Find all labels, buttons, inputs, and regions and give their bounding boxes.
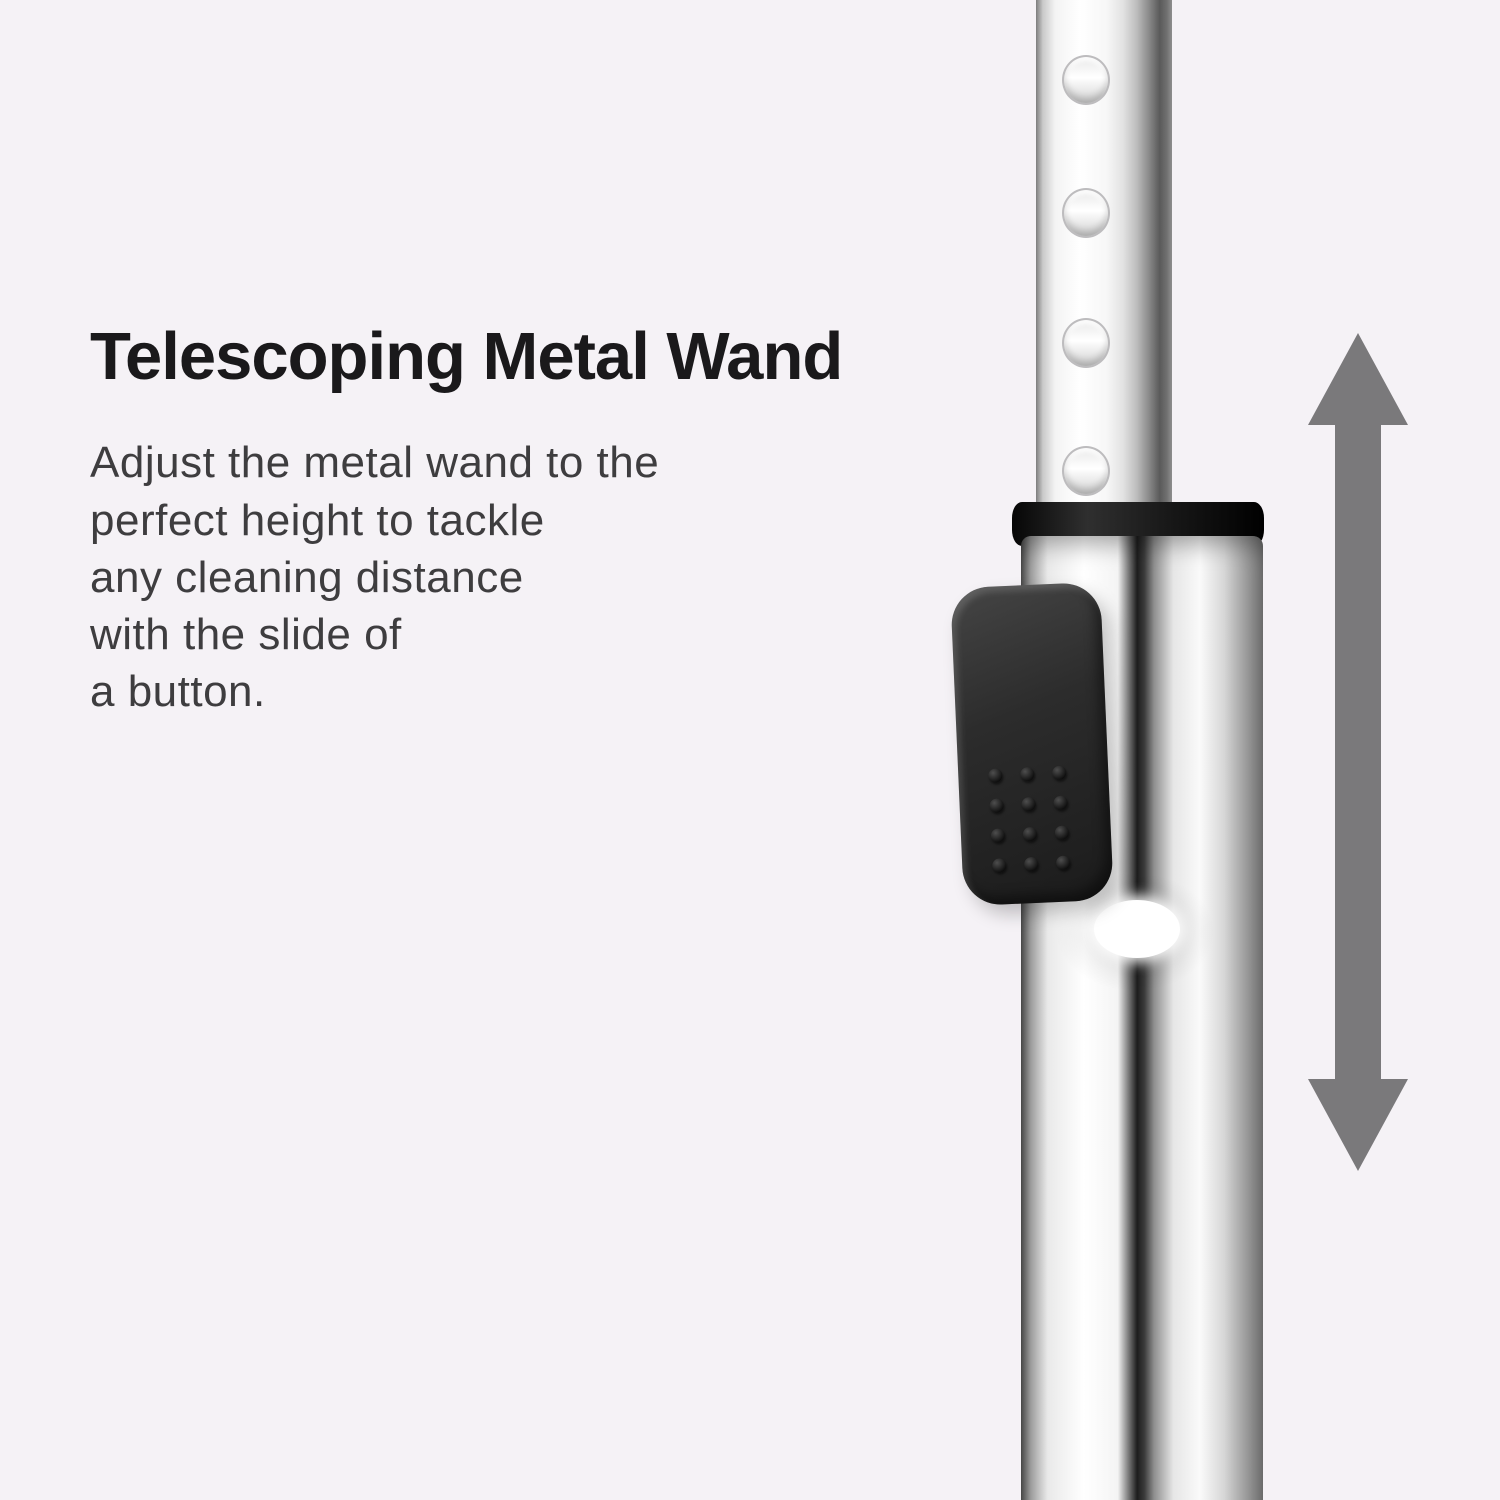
grip-dot <box>1020 766 1035 782</box>
grip-dot <box>988 768 1003 783</box>
arrow-head-down <box>1308 1079 1408 1171</box>
description-line: perfect height to tackle <box>90 495 545 545</box>
grip-dot <box>1054 825 1070 841</box>
tube-ridge <box>1062 55 1110 105</box>
description-line: with the slide of <box>90 609 402 659</box>
button-grip-dots <box>988 765 1071 873</box>
description-line: Adjust the metal wand to the <box>90 438 660 488</box>
tube-ridge <box>1062 446 1110 496</box>
up-down-arrow-icon <box>1308 333 1408 1173</box>
grip-dot <box>1021 796 1036 812</box>
arrow-shaft <box>1335 425 1381 1079</box>
grip-dot <box>990 828 1006 843</box>
grip-dot <box>1023 856 1039 872</box>
grip-dot <box>1055 855 1071 871</box>
tube-highlight <box>1094 900 1180 958</box>
description-line: a button. <box>90 667 266 717</box>
grip-dot <box>989 798 1004 813</box>
feature-text-block: Telescoping Metal Wand Adjust the metal … <box>90 319 1050 720</box>
description-line: any cleaning distance <box>90 552 524 602</box>
slide-adjust-button <box>950 581 1114 907</box>
wand-upper-tube <box>1036 0 1172 525</box>
grip-dot <box>1053 795 1068 811</box>
grip-dot <box>1051 765 1067 781</box>
tube-ridge <box>1062 318 1110 368</box>
grip-dot <box>1022 826 1038 842</box>
tube-ridge <box>1062 188 1110 238</box>
feature-description: Adjust the metal wand to the perfect hei… <box>90 434 1050 720</box>
grip-dot <box>991 858 1007 873</box>
arrow-head-up <box>1308 333 1408 425</box>
feature-title: Telescoping Metal Wand <box>90 319 843 394</box>
